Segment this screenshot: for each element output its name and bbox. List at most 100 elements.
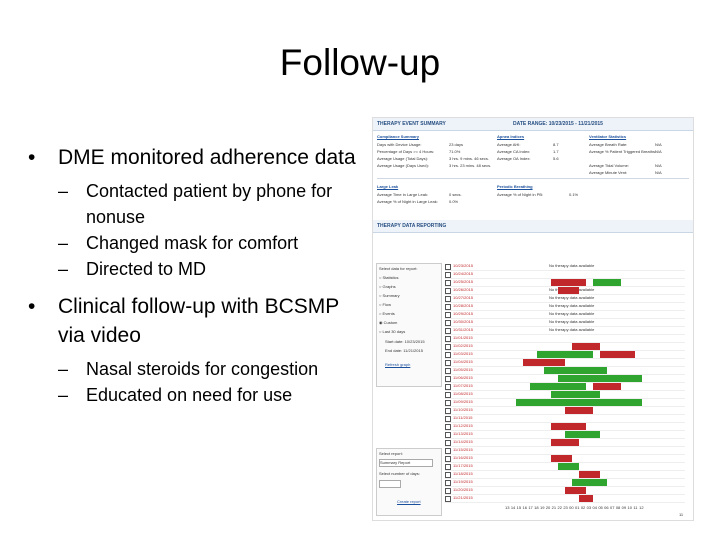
day-checkbox[interactable] — [445, 408, 451, 414]
hour-tick: 18 — [534, 505, 539, 510]
compliance-label: Percentage of Days >= 4 Hours: — [377, 149, 435, 154]
hour-tick: 14 — [510, 505, 516, 510]
date-label: 11/19/2015 — [453, 479, 473, 484]
day-checkbox[interactable] — [445, 296, 451, 302]
days-label: Select number of days: — [379, 471, 420, 476]
day-checkbox[interactable] — [445, 392, 451, 398]
day-checkbox[interactable] — [445, 320, 451, 326]
day-checkbox[interactable] — [445, 368, 451, 374]
apnea-label: Average OA Index: — [497, 156, 531, 161]
sub-bullet-steroids: –Nasal steroids for congestion — [58, 359, 319, 379]
day-checkbox[interactable] — [445, 488, 451, 494]
leak-label: Average % of Night in Large Leak: — [377, 199, 438, 204]
day-checkbox[interactable] — [445, 376, 451, 382]
day-checkbox[interactable] — [445, 440, 451, 446]
day-checkbox[interactable] — [445, 400, 451, 406]
no-data-label: No therapy data available — [549, 303, 595, 308]
radio-option[interactable]: ○ Last 30 days — [379, 329, 406, 334]
usage-bar — [579, 495, 593, 502]
refresh-graph-link[interactable]: Refresh graph — [385, 362, 411, 367]
no-data-label: No therapy data available — [549, 295, 595, 300]
date-label: 11/09/2015 — [453, 399, 473, 404]
date-label: 11/07/2015 — [453, 383, 473, 388]
day-checkbox[interactable] — [445, 264, 451, 270]
day-checkbox[interactable] — [445, 448, 451, 454]
radio-option[interactable]: ○ Flow — [379, 302, 391, 307]
create-report-link[interactable]: Create report — [397, 499, 421, 504]
hour-tick: 22 — [557, 505, 562, 510]
row-divider — [445, 374, 685, 375]
day-checkbox[interactable] — [445, 432, 451, 438]
data-select-panel: Select data for report: ○ Statistics ○ G… — [376, 263, 442, 387]
compliance-title[interactable]: Compliance Summary — [377, 134, 420, 139]
therapy-report-screenshot: THERAPY EVENT SUMMARY DATE RANGE: 10/23/… — [372, 117, 694, 521]
day-checkbox[interactable] — [445, 312, 451, 318]
periodic-title[interactable]: Periodic Breathing — [497, 184, 533, 189]
ventilator-value: N/A — [655, 163, 662, 168]
day-checkbox[interactable] — [445, 336, 451, 342]
day-checkbox[interactable] — [445, 480, 451, 486]
day-checkbox[interactable] — [445, 328, 451, 334]
apnea-value: 1.7 — [553, 149, 559, 154]
row-divider — [445, 350, 685, 351]
day-checkbox[interactable] — [445, 416, 451, 422]
start-date[interactable]: Start date: 10/23/2015 — [385, 339, 425, 344]
date-label: 11/03/2015 — [453, 351, 473, 356]
date-label: 11/18/2015 — [453, 471, 473, 476]
end-date[interactable]: End date: 11/21/2015 — [385, 348, 423, 353]
usage-bar — [523, 359, 565, 366]
hour-tick: 16 — [522, 505, 527, 510]
compliance-value: 3 hrs. 9 mins. 46 secs. — [449, 156, 490, 161]
radio-option[interactable]: ○ Graphs — [379, 284, 396, 289]
radio-option[interactable]: ○ Events — [379, 311, 395, 316]
radio-option[interactable]: ○ Statistics — [379, 275, 399, 280]
hour-tick: 00 — [569, 505, 574, 510]
usage-bar — [544, 367, 607, 374]
date-label: 10/31/2015 — [453, 327, 474, 332]
usage-bar — [558, 463, 579, 470]
usage-bar — [530, 383, 586, 390]
ventilator-label: Average Breath Rate: — [589, 142, 628, 147]
day-checkbox[interactable] — [445, 304, 451, 310]
day-checkbox[interactable] — [445, 272, 451, 278]
day-checkbox[interactable] — [445, 288, 451, 294]
day-checkbox[interactable] — [445, 472, 451, 478]
date-label: 10/23/2015 — [453, 263, 474, 268]
apnea-value: 8.7 — [553, 142, 559, 147]
sub-bullet-mask: –Changed mask for comfort — [58, 233, 299, 253]
report-select[interactable]: Summary Report — [379, 459, 433, 467]
day-checkbox[interactable] — [445, 344, 451, 350]
bullet-dme: DME monitored adherence data — [28, 143, 368, 172]
day-checkbox[interactable] — [445, 496, 451, 502]
row-divider — [445, 454, 685, 455]
day-checkbox[interactable] — [445, 424, 451, 430]
leak-title[interactable]: Large Leak — [377, 184, 399, 189]
date-label: 11/20/2015 — [453, 487, 473, 492]
ventilator-value: N/A — [655, 170, 662, 175]
radio-option[interactable]: ◉ Custom — [379, 320, 398, 325]
day-checkbox[interactable] — [445, 280, 451, 286]
hour-tick: 06 — [604, 505, 609, 510]
days-input[interactable] — [379, 480, 401, 488]
row-divider — [445, 270, 685, 271]
apnea-title[interactable]: Apnea Indices — [497, 134, 525, 139]
day-checkbox[interactable] — [445, 352, 451, 358]
date-label: 11/05/2015 — [453, 367, 473, 372]
summary-header: THERAPY EVENT SUMMARY DATE RANGE: 10/23/… — [373, 118, 693, 131]
radio-option[interactable]: ○ Summary — [379, 293, 400, 298]
row-divider — [445, 438, 685, 439]
day-checkbox[interactable] — [445, 360, 451, 366]
row-divider — [445, 302, 685, 303]
day-checkbox[interactable] — [445, 464, 451, 470]
compliance-value: 23 days — [449, 142, 464, 147]
date-label: 11/02/2015 — [453, 343, 473, 348]
date-label: 11/13/2015 — [453, 431, 473, 436]
sub-bullet-md: –Directed to MD — [58, 259, 207, 279]
date-label: 11/16/2015 — [453, 455, 473, 460]
usage-bar — [565, 487, 586, 494]
day-checkbox[interactable] — [445, 384, 451, 390]
day-checkbox[interactable] — [445, 456, 451, 462]
date-label: 10/26/2015 — [453, 287, 474, 292]
ventilator-title[interactable]: Ventilator Statistics — [589, 134, 627, 139]
